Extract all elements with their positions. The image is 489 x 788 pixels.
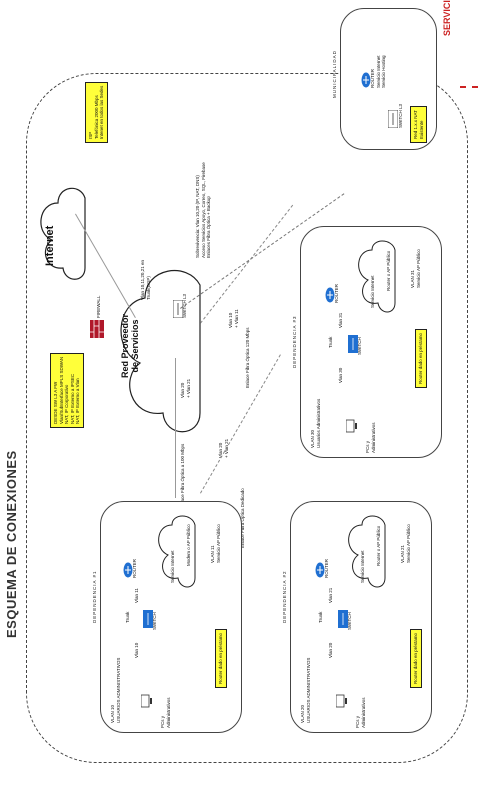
dependencia-pc-label: PCs y Administrativos [355, 697, 366, 728]
dependencia-cloud [348, 515, 386, 588]
firewall-icon [90, 320, 109, 338]
firewall-label: FIREWALL [96, 295, 101, 318]
router-label: ROUTER [334, 284, 339, 303]
vlan-b-label: Vlan 21 [328, 587, 333, 603]
vlan-a-label: Vlan 30 [338, 367, 343, 383]
dependencia-title: DEPENDENCIA #2 [282, 570, 287, 623]
internet-isp-note: ISP Telefónica 2000 Mbps Intenet en todo… [85, 81, 108, 143]
vlan-a-label: Vlan 20 [328, 642, 333, 658]
dependencia-vlan-info-a: VLAN 20 USUARIOS ADMINISTRATIVOS [300, 657, 311, 723]
trunk-label: Trunk [318, 611, 323, 623]
vlan-right-label: Vlan 10 + Vlan 11 [228, 309, 239, 328]
dependencia-cloud [358, 240, 396, 313]
dependencia-title: DEPENDENCIA #3 [292, 315, 297, 368]
dependencia-note: Router dado en préstamo [415, 328, 427, 388]
dependencia-pc-label: PCs y Administrativos [365, 422, 376, 453]
dependencia-cloud [158, 515, 196, 588]
municipalidad-label: MUNICIPALIDAD [332, 50, 337, 98]
switch-icon [335, 610, 353, 628]
vlan-left-label: Vlan 20 + Vlan 21 [180, 378, 191, 398]
switch-label: SWITCH [152, 612, 157, 630]
diagram-title: ESQUEMA DE CONEXIONES [4, 450, 19, 638]
trunk-label: Trunk [328, 336, 333, 348]
router-icon [358, 72, 376, 88]
legend-line [460, 86, 478, 88]
dependencia-pc-label: PCs y Administrativos [160, 697, 171, 728]
dependencia-vlan-info-a: VLAN 30 Usuarios Administrativos [310, 398, 321, 448]
internet-cloud [40, 187, 86, 280]
vlan-a-label: Vlan 10 [134, 642, 139, 658]
internet-label: Internet [44, 225, 56, 266]
link-label-a: Enlace Fibra Óptica a 100 Mbps [180, 443, 185, 508]
switch-label: SWITCH [357, 337, 362, 355]
router-icon [322, 287, 340, 303]
municipalidad-switch-label: SWITCH L3 [398, 103, 403, 128]
trunk-label: Trunk [125, 611, 130, 623]
dependencia-title: DEPENDENCIA #1 [92, 570, 97, 623]
legend-label: SERVICIO [442, 0, 452, 36]
vlan-b-label: Vlan 31 [338, 312, 343, 328]
server-label: Servicio Internet [360, 550, 365, 583]
dependencia-vlan-info-b: VLAN 21 Servicio AP Público [400, 524, 411, 563]
router-label: ROUTER [324, 559, 329, 578]
switch-label: SWITCH [347, 612, 352, 630]
provider-label: Red Proveedor de Servicios [120, 313, 140, 378]
provider-services-note: Sobrevivencia: Vlan 10,20 (IP, NAT, DNS)… [195, 162, 211, 258]
provider-switch-icon [170, 299, 188, 319]
ap-label: Router o AP Público [386, 250, 391, 291]
pc-icon [335, 694, 353, 708]
dependencia-vlan-info-a: VLAN 10 USUARIOS ADMINISTRATIVOS [110, 657, 121, 723]
server-label: Servicio Internet [170, 550, 175, 583]
switch-icon [345, 335, 363, 353]
municipalidad-router-label: ROUTER Servicio Internet Servicio Hostin… [370, 55, 386, 88]
router-label: ROUTER [132, 559, 137, 578]
dependencia-vlan-info-b: VLAN 31 Servicio AP Público [410, 249, 421, 288]
router-icon [312, 562, 330, 578]
vlan-bottom-label: Vlan 20 + Vlan 21 [218, 438, 229, 458]
link-label-b: Enlace Fibra Óptica 120 Mbps [245, 327, 250, 388]
municipalidad-note: Red 1.x.x NAT Existente [410, 106, 427, 143]
vlan-b-label: Vlan 11 [134, 588, 139, 603]
link-provider-dep1 [175, 358, 176, 498]
ap-label: Router o AP Público [376, 525, 381, 566]
dependencia-note: Router dado en préstamo [410, 628, 422, 688]
vlan-top-label: Vlan 10,11,20,21 en Trunk(BGP) [140, 260, 151, 300]
pc-icon [140, 694, 158, 708]
dependencia-vlan-info-b: VLAN 11 Servicio AP Público [210, 524, 221, 563]
server-label: Servicio Internet [370, 275, 375, 308]
central-config-note: DESDE SW L3 A FW Vlan/SubInterface MPLS … [50, 352, 84, 428]
pc-icon [345, 419, 363, 433]
dependencia-note: Router dado en préstamo [215, 628, 227, 688]
switch-icon [140, 610, 158, 628]
router-icon [120, 562, 138, 578]
ap-label: Modem o AP Público [186, 524, 191, 566]
